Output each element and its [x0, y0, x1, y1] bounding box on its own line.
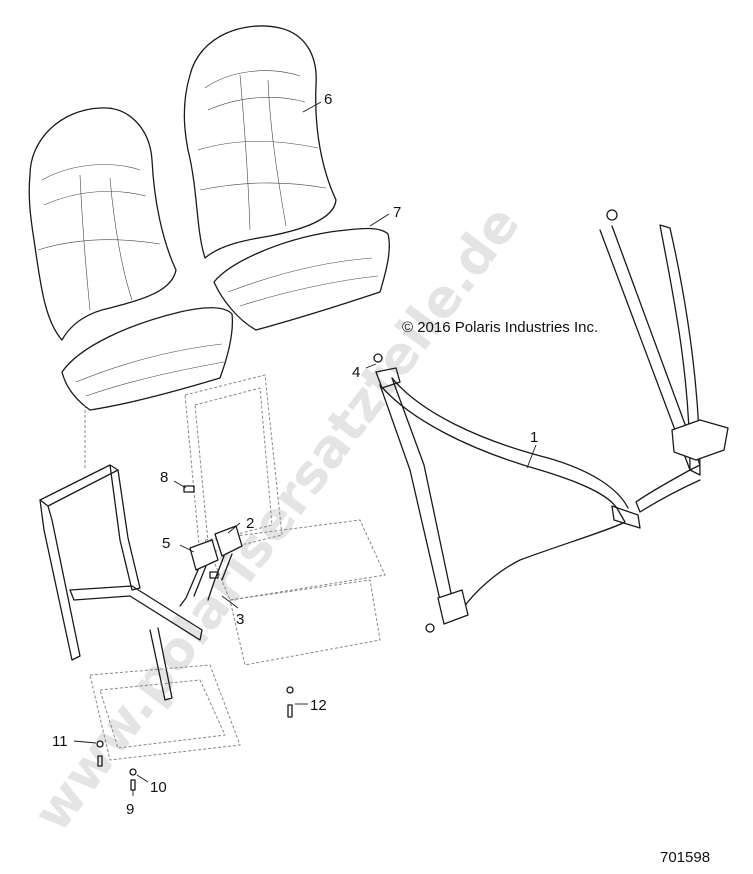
callout-7: 7 [393, 204, 401, 221]
hardware [96, 485, 294, 791]
seat-cushion-front [61, 307, 234, 411]
seat-back-rear [183, 25, 337, 259]
document-number: 701598 [660, 849, 710, 866]
callout-8: 8 [160, 469, 168, 486]
callout-4: 4 [352, 364, 360, 381]
callout-12: 12 [310, 697, 327, 714]
seat-back-front [28, 107, 177, 341]
callout-11: 11 [52, 733, 68, 750]
callout-2: 2 [246, 515, 254, 532]
seat-belt-buckle-2 [207, 525, 243, 601]
seat-cushion-rear [213, 227, 390, 331]
callout-10: 10 [150, 779, 167, 796]
copyright-notice: © 2016 Polaris Industries Inc. [402, 319, 598, 336]
callout-6: 6 [324, 91, 332, 108]
callout-3: 3 [236, 611, 244, 628]
callout-leaders [73, 101, 537, 796]
seat-belt-buckle-5 [179, 539, 219, 607]
callout-5: 5 [162, 535, 170, 552]
callout-1: 1 [530, 429, 538, 446]
callout-9: 9 [126, 801, 134, 818]
seat-belt-3-point [373, 209, 729, 633]
seat-frame-front [39, 464, 241, 761]
